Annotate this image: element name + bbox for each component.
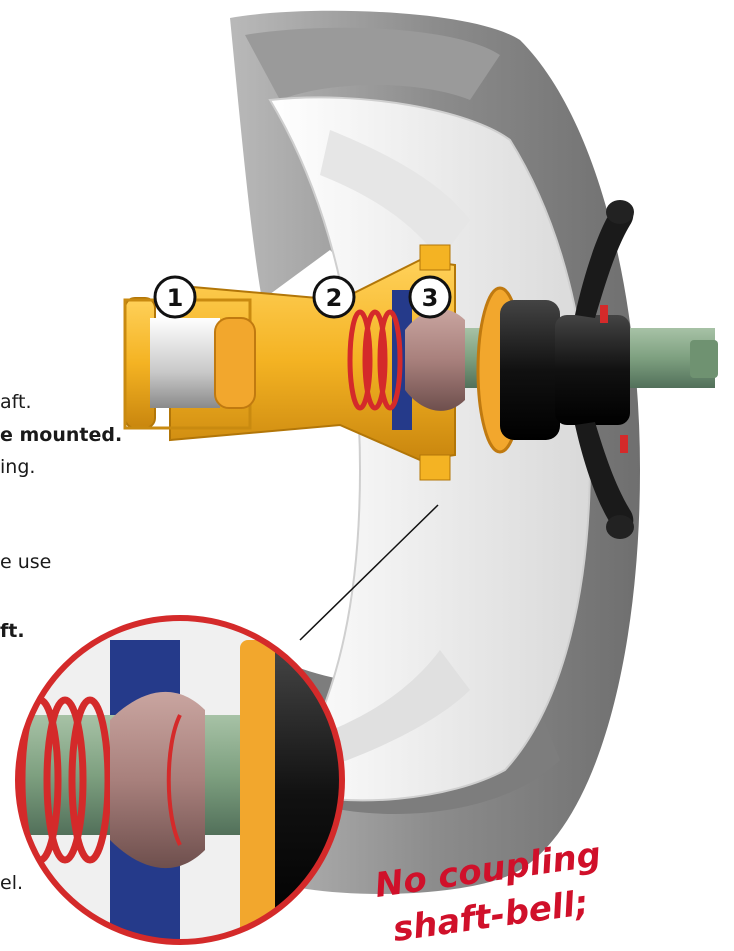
magnifier-detail — [15, 615, 345, 945]
callout-3-label: 3 — [422, 284, 439, 312]
callout-3: 3 — [408, 275, 452, 319]
text-line-6: el. — [0, 872, 24, 894]
shaft-tip — [690, 340, 718, 378]
text-line-2-bold-span: e mounted. — [0, 424, 123, 446]
bell — [405, 309, 465, 411]
callout-1: 1 — [153, 275, 197, 319]
text-line-1: aft. — [0, 391, 32, 413]
inner-cylinder — [150, 318, 220, 408]
text-line-3: ing. — [0, 456, 36, 478]
text-line-5-bold: ft. — [0, 620, 25, 642]
text-line-4: e use — [0, 551, 52, 573]
text-line-2-bold: e mounted. — [0, 424, 122, 446]
orange-bush — [214, 317, 256, 409]
yellow-housing — [123, 244, 456, 481]
quick-nut — [500, 200, 634, 539]
callout-2: 2 — [312, 275, 356, 319]
callout-2-label: 2 — [326, 284, 343, 312]
callout-1-label: 1 — [167, 284, 184, 312]
text-line-5-bold-span: ft. — [0, 620, 25, 642]
magnifier-leader-line — [299, 504, 439, 641]
spring — [347, 309, 403, 411]
